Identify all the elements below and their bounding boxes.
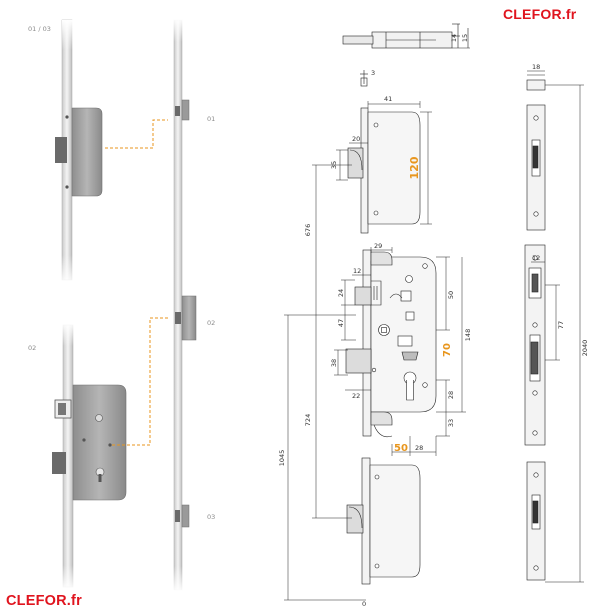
view-labels: 01 / 03 02 01 02 03: [28, 25, 215, 521]
strike-dimensions: [527, 70, 584, 583]
dim-latch-24: 24: [337, 289, 345, 297]
brand-logo-bottom: CLEFOR.fr: [6, 593, 82, 609]
detail-top-lock: [40, 19, 112, 285]
dim-backset-50: 50: [394, 443, 408, 454]
dim-center-50: 50: [447, 291, 455, 299]
dim-latch-47: 47: [337, 319, 345, 327]
dim-strike-18: 18: [532, 63, 540, 71]
faceplate-thickness: [360, 70, 368, 87]
dim-axis-distance-70: 70: [442, 343, 453, 357]
dim-distance-676: 676: [304, 224, 312, 236]
center-lock-dimensions: [334, 247, 466, 456]
detail-center-lock: [48, 322, 127, 590]
top-hook-lock-drawing: [347, 107, 421, 234]
dim-strike-77: 77: [557, 321, 565, 329]
dim-hook-throw-20: 20: [352, 135, 360, 143]
dim-latch-12: 12: [353, 267, 361, 275]
photo-detail-views: [40, 19, 127, 590]
label-view-01: 01: [207, 115, 215, 123]
strike-plates-drawing: [524, 74, 546, 581]
dim-hook-length-120: 120: [408, 156, 421, 179]
label-view-01-03: 01 / 03: [28, 25, 51, 33]
dim-hook-width-41: 41: [384, 95, 392, 103]
dim-strike-2040: 2040: [581, 340, 589, 357]
label-view-03: 03: [207, 513, 215, 521]
photo-full-lock: [168, 18, 197, 592]
dim-top-15: 15: [461, 34, 469, 42]
label-view-02-detail: 02: [28, 344, 36, 352]
dim-center-148: 148: [464, 329, 472, 341]
dim-center-28: 28: [447, 391, 455, 399]
dim-center-top-29: 29: [374, 242, 382, 250]
dim-distance-724: 724: [304, 414, 312, 426]
top-view-drawing: [342, 23, 470, 49]
dim-center-33: 33: [447, 419, 455, 427]
callout-lines: [105, 119, 168, 446]
top-hook-dimensions: [336, 101, 432, 225]
overall-dimensions: [284, 164, 366, 601]
label-view-02: 02: [207, 319, 215, 327]
dim-zero: 0: [362, 600, 366, 608]
center-lock-drawing: [345, 249, 437, 438]
dim-deadbolt-38: 38: [330, 359, 338, 367]
dim-distance-1045: 1045: [278, 450, 286, 467]
dim-faceplate-3: 3: [371, 69, 375, 77]
dim-strike-12: 12: [532, 254, 540, 262]
dim-bottom-28: 28: [415, 444, 423, 452]
bottom-hook-lock-drawing: [346, 457, 421, 585]
brand-logo-top: CLEFOR.fr: [503, 6, 577, 22]
dim-top-14: 14: [450, 34, 458, 42]
dim-deadbolt-throw-22: 22: [352, 392, 360, 400]
